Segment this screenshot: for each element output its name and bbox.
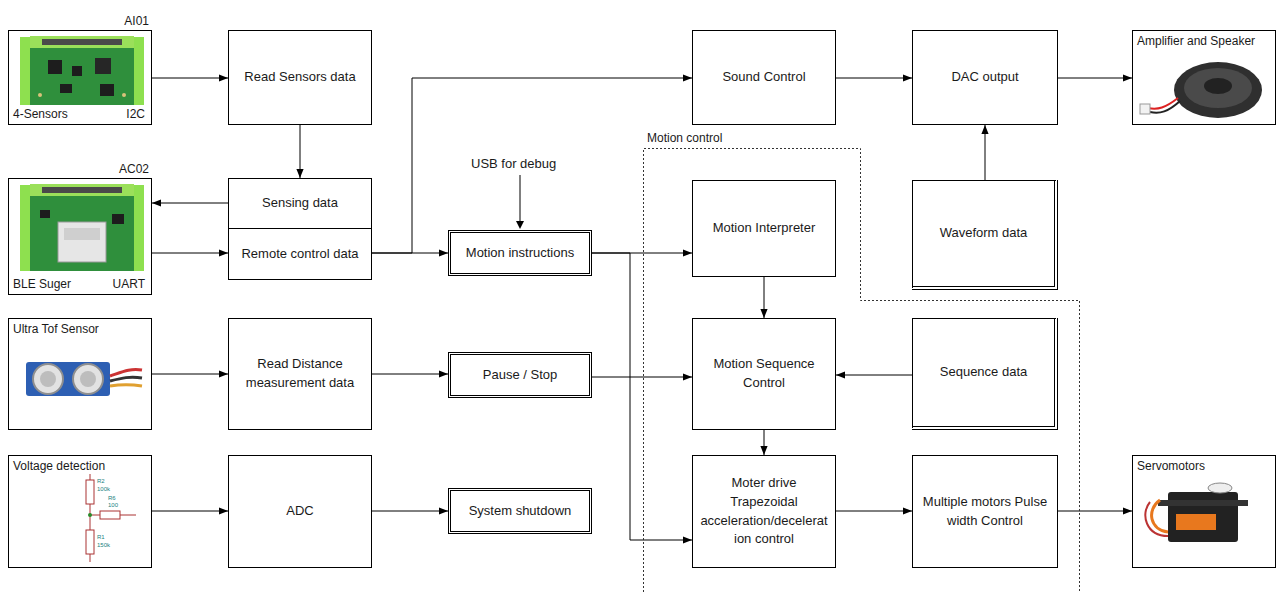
arrow-connector bbox=[372, 511, 448, 512]
sensor-board bbox=[20, 36, 144, 105]
ultrasonic-sensor bbox=[26, 362, 142, 396]
box-text: Motion Sequence Control bbox=[699, 355, 829, 393]
part-name: R1 bbox=[97, 534, 105, 541]
box-text: Motion instructions bbox=[457, 244, 583, 263]
arrow-connector bbox=[836, 78, 912, 79]
part-name: R2 bbox=[97, 478, 105, 485]
arrow-connector bbox=[300, 125, 301, 178]
process-box: Read Distance measurement data bbox=[228, 318, 372, 430]
arrow-connector bbox=[836, 375, 912, 376]
arrow-connector bbox=[764, 277, 765, 318]
caption-text: AI01 bbox=[124, 14, 149, 28]
device-picture-box: Servomotors bbox=[1132, 455, 1276, 568]
caption-text: UART bbox=[113, 277, 145, 291]
caption-text: Amplifier and Speaker bbox=[1137, 34, 1255, 48]
arrow-connector bbox=[152, 511, 228, 512]
box-text: Sound Control bbox=[699, 68, 829, 87]
arrow-connector bbox=[372, 253, 448, 254]
debug-arrow bbox=[516, 175, 524, 229]
device-picture-box: Ultra Tof Sensor bbox=[8, 318, 152, 430]
caption-text: Voltage detection bbox=[13, 459, 105, 473]
process-box: Sound Control bbox=[692, 30, 836, 125]
part-value: 100 bbox=[108, 502, 118, 509]
command-box: System shutdown bbox=[448, 488, 592, 534]
process-box: Motion Sequence Control bbox=[692, 318, 836, 430]
arrow-connector bbox=[152, 374, 228, 375]
module-picture-box: AI014-SensorsI2C bbox=[8, 30, 152, 125]
caption-text: BLE Suger bbox=[13, 277, 71, 291]
box-text: Sensing data bbox=[235, 194, 365, 213]
process-box: Read Sensors data bbox=[228, 30, 372, 125]
arrow-connector bbox=[985, 125, 986, 180]
process-box: Motion Interpreter bbox=[692, 180, 836, 277]
caption-text: 4-Sensors bbox=[13, 107, 68, 121]
box-text: Motion Interpreter bbox=[699, 219, 829, 238]
caption-text: Ultra Tof Sensor bbox=[13, 322, 99, 336]
arrow-connector bbox=[152, 253, 228, 254]
device-picture-box: Voltage detection bbox=[8, 455, 152, 568]
process-box: DAC output bbox=[912, 30, 1058, 125]
ble-board bbox=[20, 184, 144, 271]
process-box: Moter drive Trapezoidal acceleration/dec… bbox=[692, 455, 836, 568]
arrow-connector bbox=[836, 511, 912, 512]
data-box: Sensing data bbox=[228, 178, 372, 229]
module-picture-box: AC02BLE SugerUART bbox=[8, 178, 152, 295]
box-text: Moter drive Trapezoidal acceleration/dec… bbox=[699, 474, 829, 549]
speaker-picture bbox=[1140, 62, 1262, 118]
process-box: Multiple motors Pulse width Control bbox=[912, 455, 1058, 568]
caption-text: AC02 bbox=[119, 162, 149, 176]
part-value: 150k bbox=[97, 542, 110, 549]
box-text: Read Distance measurement data bbox=[235, 355, 365, 393]
caption-text: Servomotors bbox=[1137, 459, 1205, 473]
part-name: R6 bbox=[108, 495, 116, 502]
data-store-box: Sequence data bbox=[912, 318, 1058, 430]
arrow-connector bbox=[372, 374, 448, 375]
box-text: DAC output bbox=[919, 68, 1051, 87]
box-text: ADC bbox=[235, 502, 365, 521]
data-store-box: Waveform data bbox=[912, 180, 1058, 290]
voltage-divider-schematic bbox=[86, 474, 136, 562]
box-text: Sequence data bbox=[919, 363, 1048, 382]
box-text: Pause / Stop bbox=[457, 366, 583, 385]
device-picture-box: Amplifier and Speaker bbox=[1132, 30, 1276, 125]
arrow-connector bbox=[764, 430, 765, 455]
arrow-connector bbox=[1058, 78, 1132, 79]
arrow-connector bbox=[1058, 511, 1132, 512]
dotted-outline-path bbox=[644, 149, 1080, 592]
arrow-connector bbox=[152, 203, 228, 204]
caption-text: I2C bbox=[126, 107, 145, 121]
caption-text: Motion control bbox=[647, 131, 722, 145]
box-text: Remote control data bbox=[235, 245, 365, 264]
arrow-connector bbox=[592, 253, 692, 540]
box-text: Read Sensors data bbox=[235, 68, 365, 87]
data-box: Remote control data bbox=[228, 228, 372, 280]
part-value: 100k bbox=[97, 486, 110, 493]
box-text: Waveform data bbox=[919, 224, 1048, 243]
port-label: USB for debug bbox=[471, 157, 556, 172]
arrow-connector bbox=[152, 78, 228, 79]
box-text: Multiple motors Pulse width Control bbox=[919, 493, 1051, 531]
command-box: Motion instructions bbox=[448, 230, 592, 276]
command-box: Pause / Stop bbox=[448, 352, 592, 398]
arrow-connector bbox=[592, 377, 692, 378]
box-text: System shutdown bbox=[457, 502, 583, 521]
servo-picture bbox=[1145, 483, 1248, 542]
process-box: ADC bbox=[228, 455, 372, 568]
